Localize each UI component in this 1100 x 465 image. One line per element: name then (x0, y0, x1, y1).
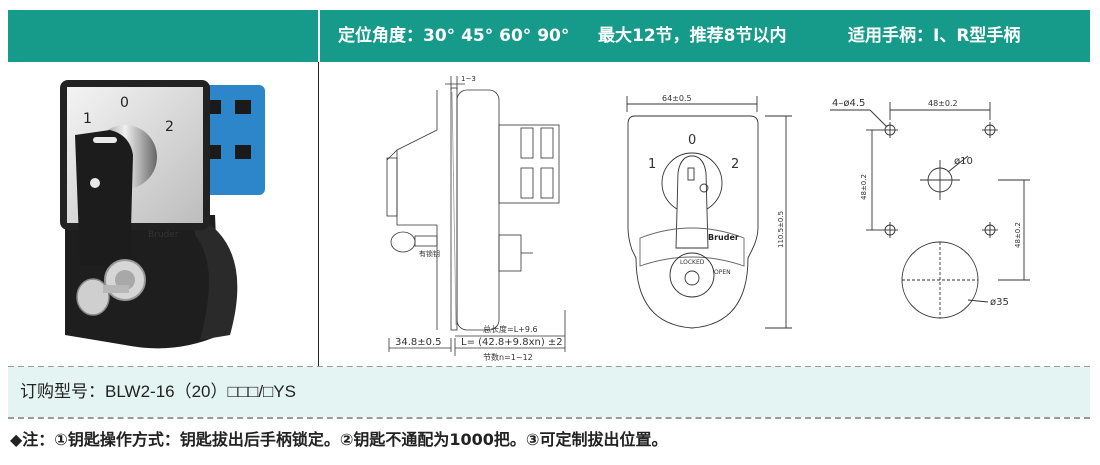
angles-spec: 定位角度：30° 45° 60° 90° (338, 26, 570, 46)
front-pos-2: 2 (731, 157, 739, 172)
cutout-right-spacing: 48±0.2 (1014, 222, 1022, 248)
front-pos-0: 0 (688, 133, 696, 148)
front-view-drawing: 64±0.5 0 1 2 Bruder LOCKED OPEN 110.5±0.… (626, 94, 792, 329)
front-height-dim: 110.5±0.5 (777, 211, 785, 248)
notes: ◆注：①钥匙操作方式：钥匙拔出后手柄锁定。②钥匙不通配为1000把。③可定制拔出… (10, 430, 668, 449)
product-photo: 1 0 2 Bruder (60, 80, 265, 349)
dial-label-2: 2 (165, 119, 174, 135)
photo-brand: Bruder (148, 230, 179, 240)
header-bar (8, 10, 1090, 62)
switch-handle (75, 130, 133, 265)
cutout-large-hole: ø35 (990, 297, 1009, 308)
sections-spec: 最大12节，推荐8节以内 (598, 26, 787, 46)
panel-cutout-drawing: 4–ø4.5 48±0.2 ø10 48±0.2 48±0.2 ø35 (830, 98, 1030, 319)
side-top-tolerance: 1~3 (461, 75, 476, 83)
side-view-drawing: 1~3 有锁钥 34.8±0.5 总长度=L+9.6 L= (42.8+9.8x… (386, 75, 566, 362)
side-key-label: 有锁钥 (419, 249, 440, 258)
front-brand: Bruder (708, 233, 739, 242)
header-divider (318, 10, 320, 62)
dial-label-1: 1 (83, 111, 92, 127)
handle-spec: 适用手柄：I、R型手柄 (848, 26, 1021, 46)
front-open-label: OPEN (714, 269, 731, 276)
cutout-left-spacing: 48±0.2 (860, 174, 868, 200)
front-pos-1: 1 (648, 157, 656, 172)
side-dim-n: 节数n=1~12 (483, 352, 533, 362)
order-model: 订购型号：BLW2-16（20）□□□/□YS (20, 382, 296, 401)
cutout-center-hole: ø10 (954, 156, 973, 167)
side-dim-L2: L= (42.8+9.8xn) ±2 (461, 337, 563, 348)
section-divider (318, 62, 319, 366)
order-bar (8, 367, 1090, 417)
cutout-holes-label: 4–ø4.5 (832, 98, 865, 109)
front-width-dim: 64±0.5 (662, 94, 692, 103)
side-dim-L1: 总长度=L+9.6 (483, 324, 538, 334)
key (76, 278, 110, 316)
divider-line-bottom (8, 417, 1090, 419)
cutout-top-spacing: 48±0.2 (928, 99, 958, 108)
dial-label-0: 0 (120, 95, 129, 111)
side-dim-left: 34.8±0.5 (395, 337, 442, 348)
front-locked-label: LOCKED (680, 259, 705, 266)
